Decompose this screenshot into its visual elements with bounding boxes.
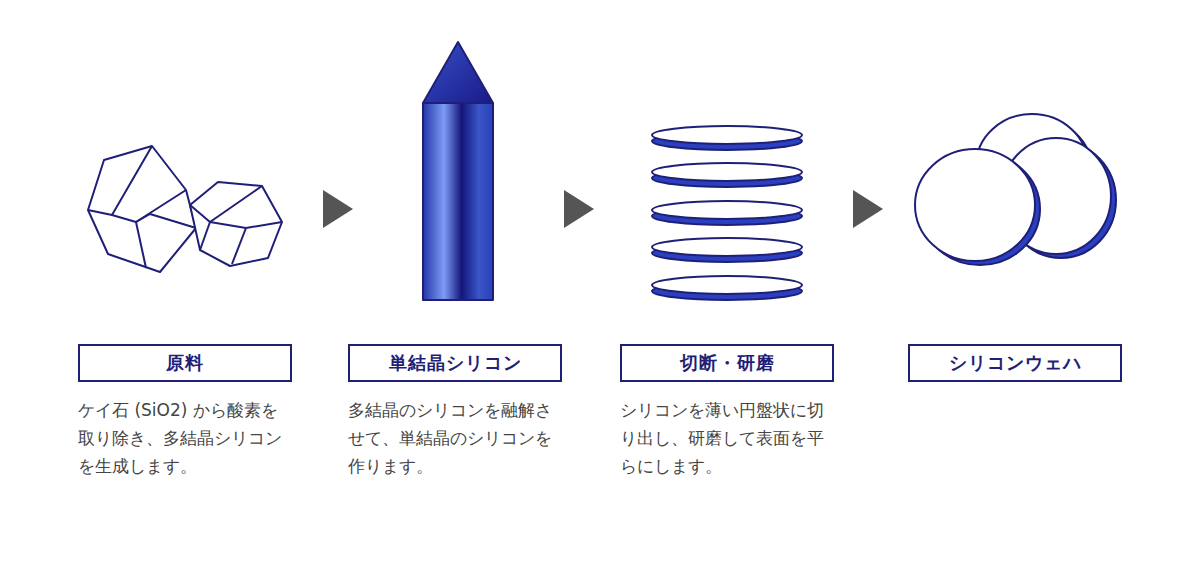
disc-face — [652, 238, 802, 256]
step-title: 切断・研磨 — [620, 344, 834, 382]
process-step: 原料ケイ石 (SiO2) から酸素を取り除き、多結晶シリコンを生成します。 — [78, 344, 292, 480]
process-step: 単結晶シリコン多結晶のシリコンを融解させて、単結晶のシリコンを作ります。 — [348, 344, 562, 480]
silicon-wafers — [915, 114, 1116, 265]
step-description: 多結晶のシリコンを融解させて、単結晶のシリコンを作ります。 — [348, 396, 562, 480]
step-description: シリコンを薄い円盤状に切り出し、研磨して表面を平らにします。 — [620, 396, 834, 480]
step-title: シリコンウェハ — [908, 344, 1122, 382]
process-arrow — [323, 190, 883, 228]
process-step: 切断・研磨シリコンを薄い円盤状に切り出し、研磨して表面を平らにします。 — [620, 344, 834, 480]
disc-face — [652, 276, 802, 294]
disc-face — [652, 201, 802, 219]
process-step: シリコンウェハ — [908, 344, 1122, 382]
raw-stones — [88, 146, 282, 272]
disc-face — [652, 126, 802, 144]
sliced-discs — [652, 126, 802, 300]
step-title: 単結晶シリコン — [348, 344, 562, 382]
step-description: ケイ石 (SiO2) から酸素を取り除き、多結晶シリコンを生成します。 — [78, 396, 292, 480]
silicon-ingot — [423, 42, 493, 300]
disc-face — [652, 163, 802, 181]
step-title: 原料 — [78, 344, 292, 382]
